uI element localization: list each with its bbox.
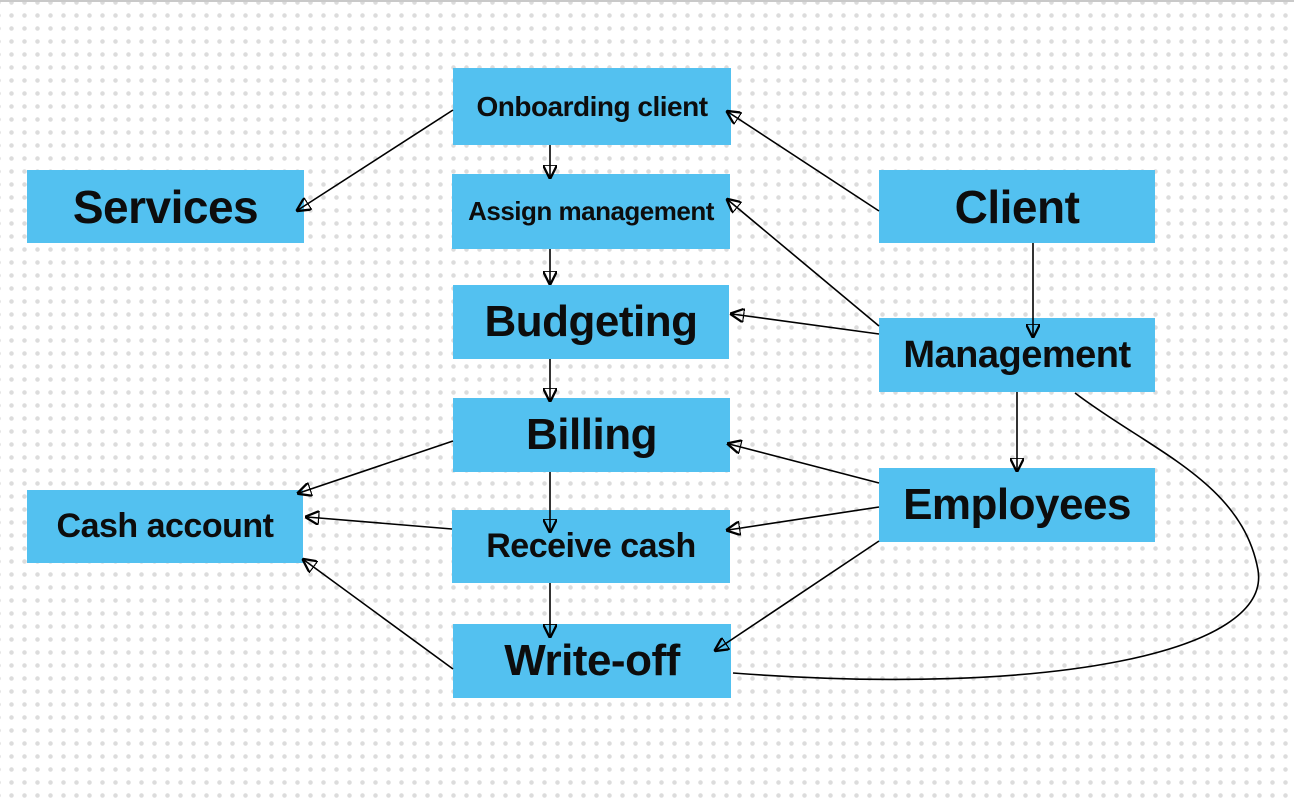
edge-employees-to-receive-cash[interactable] bbox=[728, 506, 880, 530]
node-write-off-label: Write-off bbox=[504, 636, 680, 685]
node-budgeting[interactable]: Budgeting bbox=[453, 285, 729, 359]
node-management-label: Management bbox=[903, 333, 1131, 376]
node-billing-label: Billing bbox=[526, 410, 657, 459]
edge-management-to-assign-management[interactable] bbox=[728, 200, 880, 327]
edge-billing-to-cash-account[interactable] bbox=[299, 440, 454, 493]
node-billing[interactable]: Billing bbox=[453, 398, 730, 472]
edge-write-off-to-cash-account[interactable] bbox=[304, 560, 454, 670]
node-onboarding-client-label: Onboarding client bbox=[476, 90, 708, 122]
canvas-top-border bbox=[0, 0, 1294, 2]
node-management[interactable]: Management bbox=[879, 318, 1155, 392]
node-client[interactable]: Client bbox=[879, 170, 1155, 243]
node-budgeting-label: Budgeting bbox=[484, 297, 698, 346]
node-cash-account-label: Cash account bbox=[56, 507, 274, 545]
node-write-off[interactable]: Write-off bbox=[453, 624, 731, 698]
edge-client-to-onboarding[interactable] bbox=[728, 112, 880, 212]
edge-employees-to-write-off[interactable] bbox=[716, 540, 880, 650]
node-cash-account[interactable]: Cash account bbox=[27, 490, 303, 563]
node-employees-label: Employees bbox=[903, 480, 1131, 529]
node-receive-cash-label: Receive cash bbox=[486, 527, 696, 565]
edge-employees-to-billing[interactable] bbox=[729, 444, 880, 484]
edge-receive-cash-to-cash-account[interactable] bbox=[307, 517, 453, 530]
node-employees[interactable]: Employees bbox=[879, 468, 1155, 542]
node-client-label: Client bbox=[954, 180, 1080, 233]
node-assign-management[interactable]: Assign management bbox=[452, 174, 730, 249]
edge-onboarding-to-services[interactable] bbox=[298, 109, 454, 210]
node-services[interactable]: Services bbox=[27, 170, 304, 243]
node-receive-cash[interactable]: Receive cash bbox=[452, 510, 730, 583]
node-onboarding-client[interactable]: Onboarding client bbox=[453, 68, 731, 145]
edge-management-to-budgeting[interactable] bbox=[732, 314, 880, 335]
node-assign-management-label: Assign management bbox=[468, 196, 714, 226]
node-services-label: Services bbox=[72, 180, 259, 233]
